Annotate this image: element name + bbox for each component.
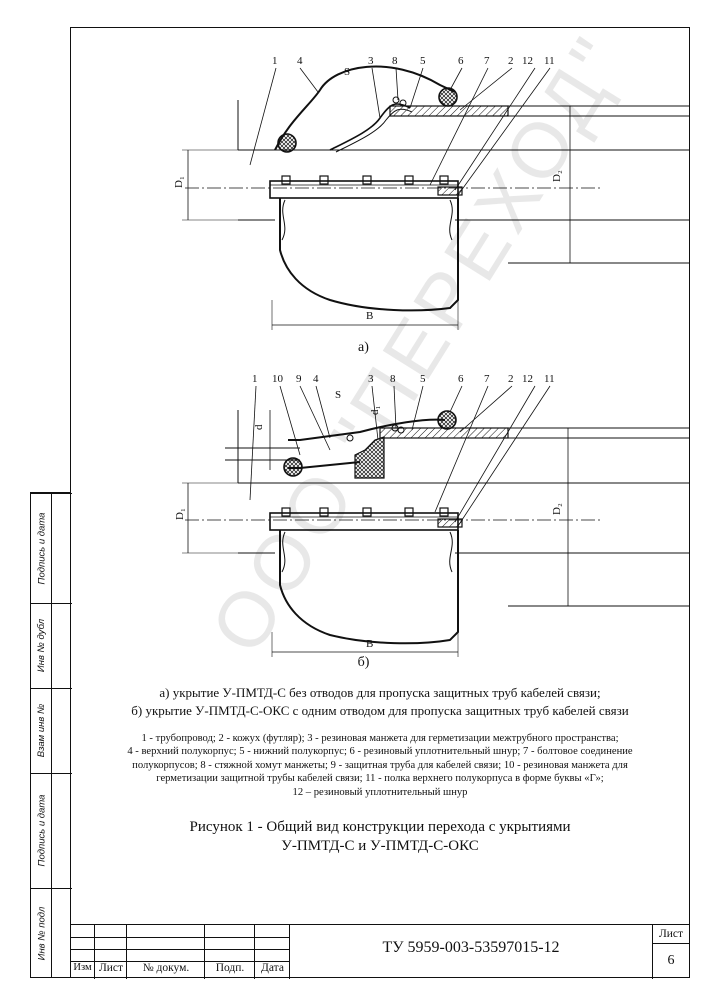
caption-b: б) xyxy=(357,655,370,670)
drawing-a-labels: 1 4 S 3 8 5 6 7 2 12 11 D₁ D₂ B xyxy=(173,55,563,322)
tb-header-sheet: Лист xyxy=(98,962,124,974)
doc-code: ТУ 5959-003-53597015-12 xyxy=(382,939,560,956)
callout-b-2: 2 xyxy=(508,373,514,385)
callout-b-12: 12 xyxy=(522,373,533,385)
drawing-b xyxy=(182,385,690,657)
callout-a-5: 5 xyxy=(420,55,426,67)
legend-line-4: герметизации защитной трубы кабелей связ… xyxy=(156,773,604,785)
figure-title-line-2: У-ПМТД-С и У-ПМТД-С-ОКС xyxy=(281,838,479,854)
callout-b-10: 10 xyxy=(272,373,284,385)
callout-b-S: S xyxy=(335,389,341,401)
dim-b-D1: D₁ xyxy=(174,508,186,520)
legend-line-1: 1 - трубопровод; 2 - кожух (футляр); 3 -… xyxy=(141,733,619,744)
callout-a-3: 3 xyxy=(368,55,374,67)
drawing-b-labels: 1 10 9 4 S 3 8 5 6 7 2 12 11 d d₁ D₁ D₂ … xyxy=(174,373,563,650)
callout-a-12: 12 xyxy=(522,55,533,67)
description-b: б) укрытие У-ПМТД-С-ОКС с одним отводом … xyxy=(131,703,629,718)
legend-line-2: 4 - верхний полукорпус; 5 - нижний полук… xyxy=(127,746,633,758)
dim-b-B: B xyxy=(366,638,373,650)
tb-header-change: Изм xyxy=(73,962,92,973)
callout-a-11: 11 xyxy=(544,55,555,67)
sheet-number: 6 xyxy=(667,953,675,968)
description-a: а) укрытие У-ПМТД-С без отводов для проп… xyxy=(159,685,601,700)
figure-title: Рисунок 1 - Общий вид конструкции перехо… xyxy=(80,818,680,856)
tb-header-sign: Подп. xyxy=(215,962,245,974)
callout-a-S: S xyxy=(344,66,350,78)
figure-title-line-1: Рисунок 1 - Общий вид конструкции перехо… xyxy=(189,819,571,835)
drawing-a xyxy=(182,65,690,330)
callout-b-1: 1 xyxy=(252,373,258,385)
dim-b-d: d xyxy=(253,424,265,430)
callout-b-8: 8 xyxy=(390,373,396,385)
callout-b-7: 7 xyxy=(484,373,490,385)
legend-line-3: полукорпусов; 8 - стяжной хомут манжеты;… xyxy=(132,759,628,771)
callout-a-1: 1 xyxy=(272,55,278,67)
callout-b-3: 3 xyxy=(368,373,374,385)
callout-b-5: 5 xyxy=(420,373,426,385)
dim-a-D2: D₂ xyxy=(551,170,563,182)
callout-b-4: 4 xyxy=(313,373,319,385)
callout-a-7: 7 xyxy=(484,55,490,67)
callout-a-8: 8 xyxy=(392,55,398,67)
callout-b-9: 9 xyxy=(296,373,302,385)
side-stamp: Подпись и дата Инв № дубл Взам инв № Под… xyxy=(30,492,72,978)
tb-header-date: Дата xyxy=(261,962,284,974)
legend-line-5: 12 – резиновый уплотнительный шнур xyxy=(292,786,468,798)
legend: 1 - трубопровод; 2 - кожух (футляр); 3 -… xyxy=(80,732,680,799)
caption-a: а) xyxy=(358,340,369,355)
dim-a-D1: D₁ xyxy=(173,176,185,188)
dim-b-D2: D₂ xyxy=(551,503,563,515)
drawing-frame xyxy=(70,27,690,978)
callout-b-11: 11 xyxy=(544,373,555,385)
callout-a-6: 6 xyxy=(458,55,464,67)
dim-b-d1: d₁ xyxy=(369,406,381,416)
sheet-label: Лист xyxy=(658,928,684,940)
callout-a-2: 2 xyxy=(508,55,514,67)
tb-header-doc: № докум. xyxy=(142,962,190,974)
title-block: Изм Лист № докум. Подп. Дата ТУ 5959-003… xyxy=(70,924,690,979)
callout-b-6: 6 xyxy=(458,373,464,385)
dim-a-B: B xyxy=(366,310,373,322)
callout-a-4: 4 xyxy=(297,55,303,67)
